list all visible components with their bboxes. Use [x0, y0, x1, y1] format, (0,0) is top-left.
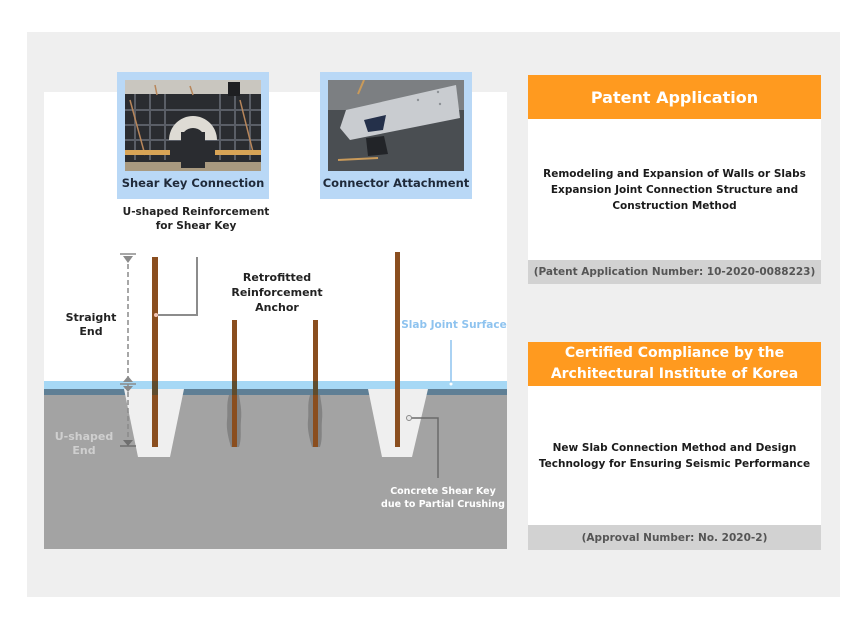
rebar-joint-overlap [152, 381, 158, 395]
slab-joint-band [44, 381, 507, 391]
rebar-straight-end [152, 257, 158, 447]
label-line: Straight [65, 311, 117, 324]
slab-joint-dark-line [44, 389, 507, 395]
pointer-dot [449, 382, 453, 386]
photo-caption: Connector Attachment [322, 176, 470, 190]
label-line: for Shear Key [155, 220, 237, 232]
arrow-up-icon [123, 376, 133, 382]
slab-connection-diagram [44, 252, 507, 549]
anchor-label: Retrofitted Reinforcement Anchor [222, 270, 332, 315]
card-footer: (Patent Application Number: 10-2020-0088… [528, 260, 821, 284]
card-title: Certified Compliance by the Architectura… [528, 342, 821, 386]
rebar-shear-key [395, 252, 400, 447]
label-line: Retrofitted [242, 271, 312, 284]
arrow-down-icon [123, 256, 133, 263]
label-line: End [72, 444, 96, 457]
label-line: U-shaped Reinforcement [122, 206, 270, 218]
card-body: Remodeling and Expansion of Walls or Sla… [528, 119, 821, 260]
rebar-joint-overlap [313, 381, 318, 395]
label-line: Concrete Shear Key [390, 486, 496, 497]
leader-dot [154, 313, 158, 317]
photo-caption: Shear Key Connection [121, 176, 265, 190]
title-line: Architectural Institute of Korea [550, 366, 799, 382]
label-line: due to Partial Crushing [381, 499, 505, 510]
label-line: U-shaped [54, 430, 114, 443]
body-line: Remodeling and Expansion of Walls or Sla… [543, 167, 806, 180]
label-line: Reinforcement [231, 286, 323, 299]
u-shaped-end-label: U-shaped End [46, 430, 122, 458]
connector-photo-icon [328, 80, 464, 171]
title-line: Certified Compliance by the [564, 345, 785, 361]
card-body: New Slab Connection Method and Design Te… [528, 386, 821, 525]
shear-key-label: Concrete Shear Key due to Partial Crushi… [378, 485, 508, 511]
photo-card-shear-key: Shear Key Connection [117, 72, 269, 199]
card-title: Patent Application [528, 75, 821, 119]
body-line: Construction Method [612, 199, 737, 212]
patent-application-card: Patent Application Remodeling and Expans… [528, 75, 821, 284]
straight-end-label: Straight End [56, 311, 126, 339]
slab-joint-label: Slab Joint Surface [401, 319, 507, 331]
u-reinforcement-leader [156, 257, 198, 316]
body-line: Technology for Ensuring Seismic Performa… [538, 457, 811, 470]
pointer-dot [406, 415, 412, 421]
rebar-joint-overlap [232, 381, 237, 395]
shear-key-pointer [409, 417, 439, 478]
certified-compliance-card: Certified Compliance by the Architectura… [528, 342, 821, 550]
card-footer: (Approval Number: No. 2020-2) [528, 525, 821, 550]
arrow-down-icon [123, 440, 133, 446]
photo-card-connector: Connector Attachment [320, 72, 472, 199]
arrow-down-icon [123, 386, 133, 392]
shear-key-photo-icon [125, 80, 261, 171]
body-line: New Slab Connection Method and Design [552, 441, 797, 454]
body-line: Expansion Joint Connection Structure and [550, 183, 799, 196]
label-line: End [79, 325, 103, 338]
u-reinforcement-label: U-shaped Reinforcement for Shear Key [116, 205, 276, 233]
label-line: Anchor [255, 301, 299, 314]
